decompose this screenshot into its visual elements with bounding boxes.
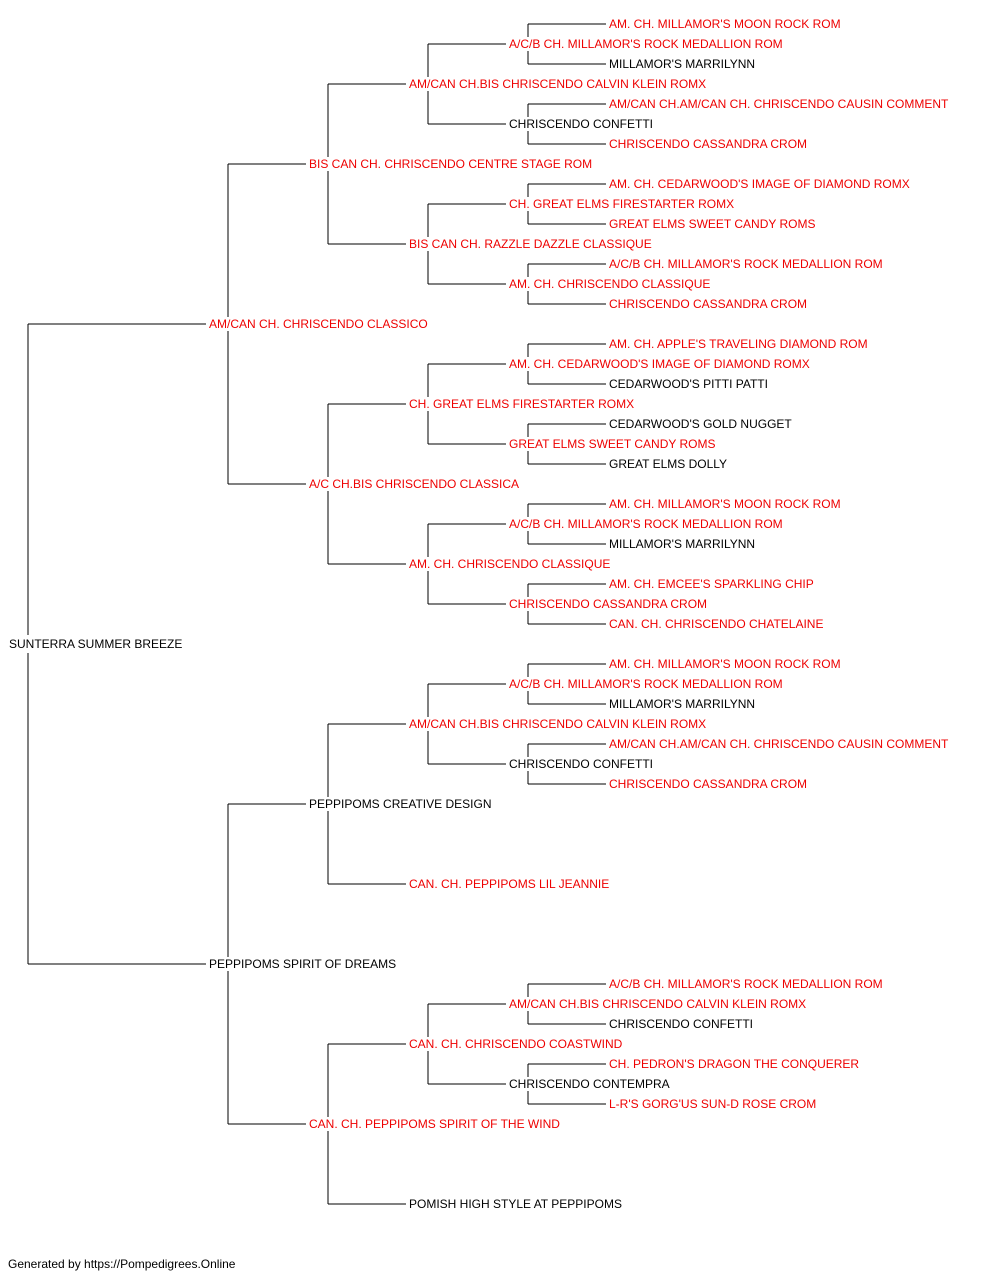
dog-name: AM/CAN CH.BIS CHRISCENDO CALVIN KLEIN RO… bbox=[408, 717, 708, 731]
dog-name: AM. CH. MILLAMOR'S MOON ROCK ROM bbox=[608, 17, 842, 31]
dog-name: MILLAMOR'S MARRILYNN bbox=[608, 57, 757, 71]
dog-name: A/C/B CH. MILLAMOR'S ROCK MEDALLION ROM bbox=[508, 677, 784, 691]
dog-name: AM/CAN CH.BIS CHRISCENDO CALVIN KLEIN RO… bbox=[508, 997, 808, 1011]
dog-name: PEPPIPOMS SPIRIT OF DREAMS bbox=[208, 957, 398, 971]
dog-name: BIS CAN CH. CHRISCENDO CENTRE STAGE ROM bbox=[308, 157, 594, 171]
subject-name: SUNTERRA SUMMER BREEZE bbox=[8, 637, 184, 651]
dog-name: CH. PEDRON'S DRAGON THE CONQUERER bbox=[608, 1057, 861, 1071]
dog-name: AM/CAN CH. CHRISCENDO CLASSICO bbox=[208, 317, 429, 331]
dog-name: CHRISCENDO CASSANDRA CROM bbox=[608, 297, 809, 311]
dog-name: AM. CH. CHRISCENDO CLASSIQUE bbox=[508, 277, 712, 291]
dog-name: CHRISCENDO CASSANDRA CROM bbox=[608, 777, 809, 791]
dog-name: CEDARWOOD'S GOLD NUGGET bbox=[608, 417, 793, 431]
dog-name: AM. CH. CEDARWOOD'S IMAGE OF DIAMOND ROM… bbox=[608, 177, 911, 191]
dog-name: A/C CH.BIS CHRISCENDO CLASSICA bbox=[308, 477, 521, 491]
dog-name: AM. CH. MILLAMOR'S MOON ROCK ROM bbox=[608, 657, 842, 671]
dog-name: GREAT ELMS SWEET CANDY ROMS bbox=[508, 437, 717, 451]
dog-name: L-R'S GORG'US SUN-D ROSE CROM bbox=[608, 1097, 818, 1111]
dog-name: A/C/B CH. MILLAMOR'S ROCK MEDALLION ROM bbox=[608, 977, 884, 991]
dog-name: A/C/B CH. MILLAMOR'S ROCK MEDALLION ROM bbox=[508, 517, 784, 531]
dog-name: CHRISCENDO CONTEMPRA bbox=[508, 1077, 671, 1091]
dog-name: BIS CAN CH. RAZZLE DAZZLE CLASSIQUE bbox=[408, 237, 653, 251]
dog-name: GREAT ELMS DOLLY bbox=[608, 457, 729, 471]
dog-name: AM/CAN CH.AM/CAN CH. CHRISCENDO CAUSIN C… bbox=[608, 737, 950, 751]
dog-name: PEPPIPOMS CREATIVE DESIGN bbox=[308, 797, 493, 811]
dog-name: CH. GREAT ELMS FIRESTARTER ROMX bbox=[508, 197, 736, 211]
dog-name: AM. CH. CHRISCENDO CLASSIQUE bbox=[408, 557, 612, 571]
dog-name: CAN. CH. PEPPIPOMS LIL JEANNIE bbox=[408, 877, 611, 891]
dog-name: CAN. CH. CHRISCENDO COASTWIND bbox=[408, 1037, 624, 1051]
dog-name: MILLAMOR'S MARRILYNN bbox=[608, 697, 757, 711]
dog-name: AM. CH. EMCEE'S SPARKLING CHIP bbox=[608, 577, 815, 591]
dog-name: GREAT ELMS SWEET CANDY ROMS bbox=[608, 217, 817, 231]
dog-name: A/C/B CH. MILLAMOR'S ROCK MEDALLION ROM bbox=[608, 257, 884, 271]
dog-name: CHRISCENDO CONFETTI bbox=[508, 757, 654, 771]
dog-name: MILLAMOR'S MARRILYNN bbox=[608, 537, 757, 551]
dog-name: POMISH HIGH STYLE AT PEPPIPOMS bbox=[408, 1197, 623, 1211]
dog-name: CHRISCENDO CONFETTI bbox=[608, 1017, 754, 1031]
dog-name: CHRISCENDO CONFETTI bbox=[508, 117, 654, 131]
footer-credit: Generated by https://Pompedigrees.Online bbox=[8, 1257, 236, 1271]
dog-name: AM. CH. MILLAMOR'S MOON ROCK ROM bbox=[608, 497, 842, 511]
dog-name: AM. CH. CEDARWOOD'S IMAGE OF DIAMOND ROM… bbox=[508, 357, 811, 371]
dog-name: CAN. CH. PEPPIPOMS SPIRIT OF THE WIND bbox=[308, 1117, 561, 1131]
dog-name: CEDARWOOD'S PITTI PATTI bbox=[608, 377, 769, 391]
dog-name: A/C/B CH. MILLAMOR'S ROCK MEDALLION ROM bbox=[508, 37, 784, 51]
dog-name: CHRISCENDO CASSANDRA CROM bbox=[608, 137, 809, 151]
dog-name: CHRISCENDO CASSANDRA CROM bbox=[508, 597, 709, 611]
dog-name: CH. GREAT ELMS FIRESTARTER ROMX bbox=[408, 397, 636, 411]
dog-name: AM. CH. APPLE'S TRAVELING DIAMOND ROM bbox=[608, 337, 869, 351]
dog-name: AM/CAN CH.BIS CHRISCENDO CALVIN KLEIN RO… bbox=[408, 77, 708, 91]
dog-name: AM/CAN CH.AM/CAN CH. CHRISCENDO CAUSIN C… bbox=[608, 97, 950, 111]
dog-name: CAN. CH. CHRISCENDO CHATELAINE bbox=[608, 617, 825, 631]
